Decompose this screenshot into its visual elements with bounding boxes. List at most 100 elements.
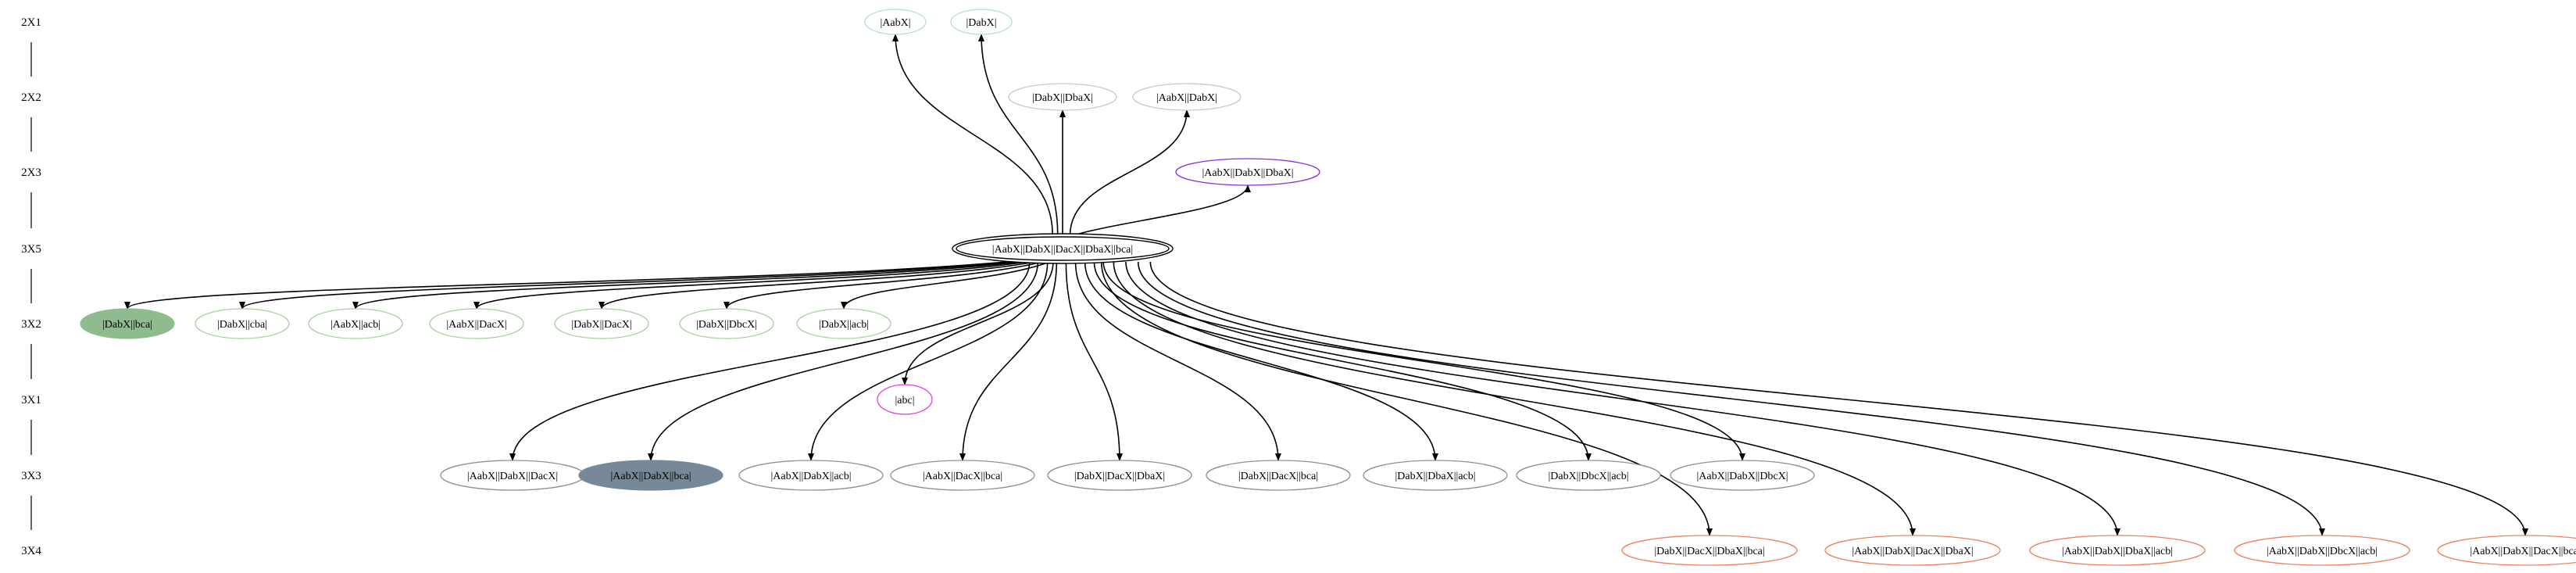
node-shape (1175, 158, 1320, 186)
node-n10[interactable]: |DabX||DacX| (554, 308, 649, 339)
node-n24[interactable]: |AabX||DabX||DacX||DbaX| (1824, 535, 2001, 566)
edge-c-n12 (841, 261, 1050, 310)
node-n3[interactable]: |DabX||DbaX| (1008, 83, 1117, 111)
node-shape (950, 9, 1013, 35)
node-n7[interactable]: |DabX||cba| (195, 308, 290, 339)
node-n17[interactable]: |AabX||DacX||bca| (890, 460, 1035, 491)
node-label: |DabX||bca| (102, 319, 152, 331)
node-shape (1008, 83, 1117, 111)
node-shape (1206, 460, 1351, 491)
edge-c-n23 (1100, 261, 1713, 536)
node-n4[interactable]: |AabX||DabX| (1132, 83, 1242, 111)
node-label: |AabX||DacX||bca| (923, 471, 1002, 482)
node-shape (1621, 535, 1798, 566)
node-shape (578, 460, 723, 491)
node-shape (2029, 535, 2206, 566)
edge-c-n14 (509, 261, 1031, 461)
node-n9[interactable]: |AabX||DacX| (429, 308, 524, 339)
node-n1[interactable]: |AabX| (864, 9, 927, 35)
edge-c-n19 (1074, 261, 1281, 461)
node-shape (1824, 535, 2001, 566)
node-n27[interactable]: |AabX||DabX||DacX||bca| (2437, 535, 2576, 566)
edge-c-n7 (239, 261, 1014, 310)
edge-c-n16 (808, 261, 1049, 461)
rank-label: 2X2 (21, 91, 41, 104)
node-c[interactable]: |AabX||DabX||DacX||DbaX||bca| (952, 233, 1174, 264)
node-n23[interactable]: |DabX||DacX||DbaX||bca| (1621, 535, 1798, 566)
node-label: |AabX||DacX| (446, 319, 506, 331)
node-n21[interactable]: |DabX||DbcX||acb| (1516, 460, 1661, 491)
edge-c-n26 (1137, 261, 2325, 536)
rank-label: 2X1 (21, 16, 41, 29)
edge-c-n8 (352, 261, 1020, 310)
node-label: |AabX||DabX||DacX||DbaX| (1852, 546, 1973, 557)
node-n25[interactable]: |AabX||DabX||DbaX||acb| (2029, 535, 2206, 566)
node-n14[interactable]: |AabX||DabX||DacX| (440, 460, 585, 491)
node-label: |DabX||DacX||bca| (1238, 471, 1318, 482)
node-shape (195, 308, 290, 339)
rank-label: 3X1 (21, 394, 41, 406)
node-label: |AabX||DabX||DacX||bca| (2470, 546, 2576, 557)
node-label: |DabX||DacX||DbaX| (1074, 471, 1165, 482)
node-shape (890, 460, 1035, 491)
node-label: |AabX||DabX||DbcX| (1696, 471, 1788, 482)
node-label: |DabX||DbcX||acb| (1548, 471, 1628, 482)
node-n18[interactable]: |DabX||DacX||DbaX| (1047, 460, 1192, 491)
edge-c-n5 (1073, 184, 1251, 236)
edge-c-n22 (1102, 261, 1745, 461)
node-shape (796, 308, 891, 339)
node-label: |AabX| (880, 17, 910, 29)
node-n11[interactable]: |DabX||DbcX| (679, 308, 774, 339)
node-shape (877, 384, 933, 415)
edge-c-n11 (723, 261, 1043, 310)
node-n19[interactable]: |DabX||DacX||bca| (1206, 460, 1351, 491)
node-shape (1670, 460, 1815, 491)
node-n5[interactable]: |AabX||DabX||DbaX| (1175, 158, 1320, 186)
edge-c-n9 (473, 261, 1028, 310)
edge-c-n18 (1065, 261, 1123, 461)
node-label: |DabX||DacX| (571, 319, 631, 331)
node-label: |AabX||DabX||DbaX||acb| (2062, 546, 2173, 557)
node-label: |DabX||cba| (217, 319, 267, 331)
node-layer: |AabX||DabX||DabX||DbaX||AabX||DabX||Aab… (80, 9, 2576, 566)
edge-c-n15 (648, 261, 1039, 461)
node-label: |DabX| (966, 17, 996, 29)
node-label: |abc| (895, 395, 914, 406)
node-shape (554, 308, 649, 339)
node-label: |DabX||DbaX||acb| (1395, 471, 1475, 482)
node-label: |AabX||acb| (330, 319, 381, 331)
node-shape (2437, 535, 2576, 566)
node-outer-ring (952, 233, 1174, 264)
node-shape (80, 308, 175, 339)
rank-label: 3X3 (21, 470, 41, 482)
node-label: |AabX||DabX||DacX||DbaX||bca| (992, 244, 1133, 256)
edge-c-n17 (959, 261, 1058, 461)
edge-c-n24 (1113, 261, 1916, 536)
edge-c-n21 (1093, 261, 1592, 461)
node-n26[interactable]: |AabX||DabX||DbcX||acb| (2234, 535, 2410, 566)
edge-c-n2 (978, 34, 1059, 236)
edge-c-n10 (598, 261, 1035, 310)
node-n16[interactable]: |AabX||DabX||acb| (738, 460, 884, 491)
node-label: |AabX||DabX||DacX| (467, 471, 558, 482)
edge-c-n20 (1084, 261, 1438, 461)
node-label: |DabX||DbcX| (696, 319, 757, 331)
rank-label: 3X2 (21, 318, 41, 331)
node-n13[interactable]: |abc| (877, 384, 933, 415)
edge-c-n6 (124, 261, 1007, 310)
node-n2[interactable]: |DabX| (950, 9, 1013, 35)
node-n22[interactable]: |AabX||DabX||DbcX| (1670, 460, 1815, 491)
node-n15[interactable]: |AabX||DabX||bca| (578, 460, 723, 491)
node-shape (308, 308, 403, 339)
edge-c-n4 (1069, 109, 1190, 236)
node-n20[interactable]: |DabX||DbaX||acb| (1363, 460, 1508, 491)
node-label: |DabX||DacX||DbaX||bca| (1654, 546, 1764, 557)
rank-label: 2X3 (21, 167, 41, 179)
node-n8[interactable]: |AabX||acb| (308, 308, 403, 339)
node-shape (2234, 535, 2410, 566)
node-n6[interactable]: |DabX||bca| (80, 308, 175, 339)
node-label: |AabX||DabX||acb| (770, 471, 851, 482)
node-n12[interactable]: |DabX||acb| (796, 308, 891, 339)
